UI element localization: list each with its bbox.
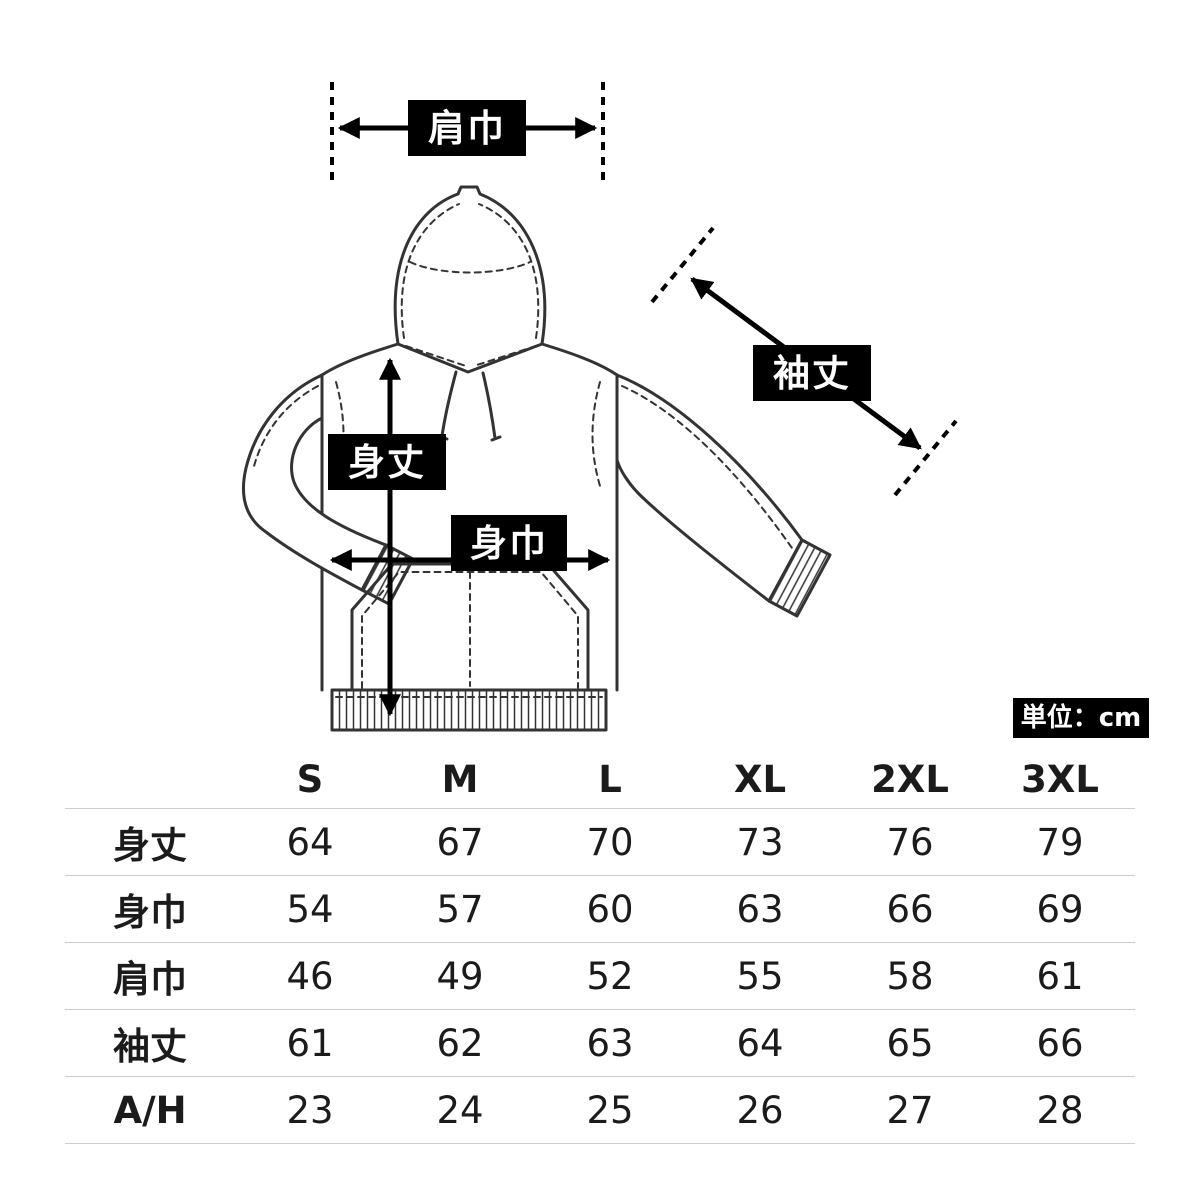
- size-column-header: 3XL: [1021, 757, 1099, 801]
- size-value-cell: 66: [1036, 1021, 1084, 1065]
- size-table-body: 身丈 64 67 70 73 76 79 身巾 54 57 60 63 66 69 肩巾 46 49 52 55 58…: [65, 808, 1135, 1144]
- measurement-row-label: 身巾: [113, 891, 187, 934]
- size-value-cell: 66: [886, 887, 934, 931]
- size-value-cell: 24: [436, 1088, 484, 1132]
- size-value-cell: 70: [586, 820, 634, 864]
- measurement-row-label: 肩巾: [113, 958, 187, 1001]
- size-value-cell: 64: [286, 820, 334, 864]
- body-length-label: 身丈: [328, 434, 446, 490]
- size-column-header: S: [296, 757, 324, 801]
- size-value-cell: 60: [586, 887, 634, 931]
- measurement-row-label: 身丈: [113, 824, 187, 867]
- hoodie-drawstrings: [437, 370, 502, 442]
- sleeve-guide-bottom: [893, 419, 958, 497]
- size-table-row: A/H 23 24 25 26 27 28: [65, 1076, 1135, 1144]
- size-column-header: L: [598, 757, 622, 801]
- size-table-header-row: S M L XL 2XL 3XL: [65, 750, 1135, 809]
- size-value-cell: 69: [1036, 887, 1084, 931]
- hoodie-right-sleeve: [615, 373, 804, 603]
- size-table: S M L XL 2XL 3XL 身丈 64 67 70 73 76 79 身巾 54 57 60 63 66 69…: [65, 750, 1135, 1144]
- hoodie-stitching: [252, 203, 793, 698]
- size-value-cell: 25: [586, 1088, 634, 1132]
- size-table-row: 肩巾 46 49 52 55 58 61: [65, 942, 1135, 1010]
- body-width-label: 身巾: [451, 515, 567, 571]
- size-table-corner-cell: [65, 750, 235, 809]
- unit-badge: 単位：cm: [1013, 698, 1149, 738]
- size-value-cell: 52: [586, 954, 634, 998]
- size-value-cell: 63: [586, 1021, 634, 1065]
- hoodie-pocket-stitch: [361, 571, 579, 689]
- size-value-cell: 76: [886, 820, 934, 864]
- size-value-cell: 58: [886, 954, 934, 998]
- hoodie-right-cuff: [767, 538, 832, 618]
- size-table-row: 身巾 54 57 60 63 66 69: [65, 875, 1135, 943]
- measurement-row-label: A/H: [113, 1088, 187, 1132]
- sleeve-guide-top: [650, 226, 715, 304]
- size-value-cell: 54: [286, 887, 334, 931]
- size-value-cell: 26: [736, 1088, 784, 1132]
- size-table-row: 袖丈 61 62 63 64 65 66: [65, 1009, 1135, 1077]
- hoodie-shoulders: [320, 342, 619, 377]
- size-value-cell: 57: [436, 887, 484, 931]
- size-value-cell: 61: [286, 1021, 334, 1065]
- size-value-cell: 55: [736, 954, 784, 998]
- size-value-cell: 64: [736, 1021, 784, 1065]
- size-column-header: XL: [733, 757, 787, 801]
- size-value-cell: 63: [736, 887, 784, 931]
- shoulder-width-label: 肩巾: [408, 100, 526, 156]
- size-value-cell: 27: [886, 1088, 934, 1132]
- hoodie-illustration: [242, 185, 832, 732]
- size-value-cell: 28: [1036, 1088, 1084, 1132]
- guide-lines: [330, 82, 958, 497]
- hoodie-hood: [393, 185, 547, 346]
- size-value-cell: 67: [436, 820, 484, 864]
- sleeve-length-label: 袖丈: [753, 345, 871, 401]
- size-column-header: 2XL: [871, 757, 949, 801]
- size-value-cell: 23: [286, 1088, 334, 1132]
- size-table-row: 身丈 64 67 70 73 76 79: [65, 808, 1135, 876]
- hoodie-hood-opening: [396, 342, 544, 374]
- size-value-cell: 49: [436, 954, 484, 998]
- size-value-cell: 79: [1036, 820, 1084, 864]
- size-value-cell: 46: [286, 954, 334, 998]
- size-value-cell: 61: [1036, 954, 1084, 998]
- measurement-row-label: 袖丈: [113, 1025, 187, 1068]
- hoodie-left-sleeve: [242, 373, 388, 592]
- size-value-cell: 73: [736, 820, 784, 864]
- size-column-header: M: [441, 757, 479, 801]
- size-value-cell: 62: [436, 1021, 484, 1065]
- size-value-cell: 65: [886, 1021, 934, 1065]
